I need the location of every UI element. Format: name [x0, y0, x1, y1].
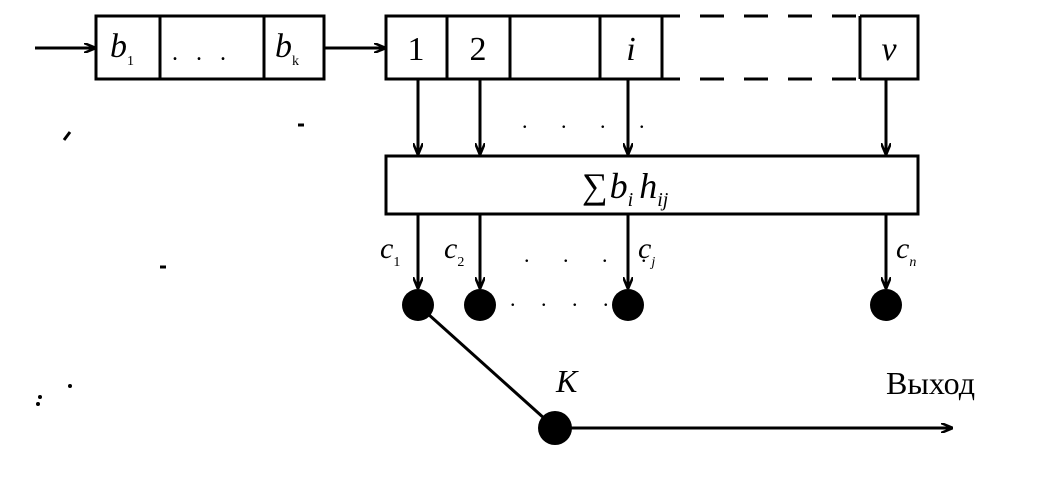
shift-register: 1 2 i v	[384, 14, 920, 81]
output-dots-upper: . . . .	[524, 242, 661, 267]
node-cn	[870, 289, 902, 321]
scan-speck	[62, 131, 72, 141]
scan-speck	[38, 395, 42, 399]
output-label-cj: cj	[638, 232, 655, 270]
output-dots-lower: . . . .	[510, 286, 619, 311]
input-cell-bk: bk	[275, 28, 299, 69]
output-label: Выход	[886, 365, 975, 401]
input-cell-b1: b1	[110, 28, 134, 69]
input-register: b1 . . . bk	[94, 14, 326, 81]
scan-speck	[68, 384, 72, 388]
input-cell-ellipsis: . . .	[172, 40, 232, 66]
output-label-c1: c1	[380, 232, 400, 270]
output-label-c2: c2	[444, 232, 464, 270]
shift-cell-2: 2	[470, 31, 487, 68]
shift-cell-i: i	[626, 31, 635, 68]
switch-arm	[416, 303, 557, 430]
switch-pivot	[538, 411, 572, 445]
output-label-cn: cn	[896, 232, 916, 270]
shift-cell-1: 1	[408, 31, 425, 68]
scan-speck	[36, 402, 40, 406]
node-c2	[464, 289, 496, 321]
tap-dots: . . . .	[522, 108, 659, 133]
switch-label: K	[555, 363, 579, 399]
shift-cell-v: v	[881, 31, 897, 68]
node-cj	[612, 289, 644, 321]
